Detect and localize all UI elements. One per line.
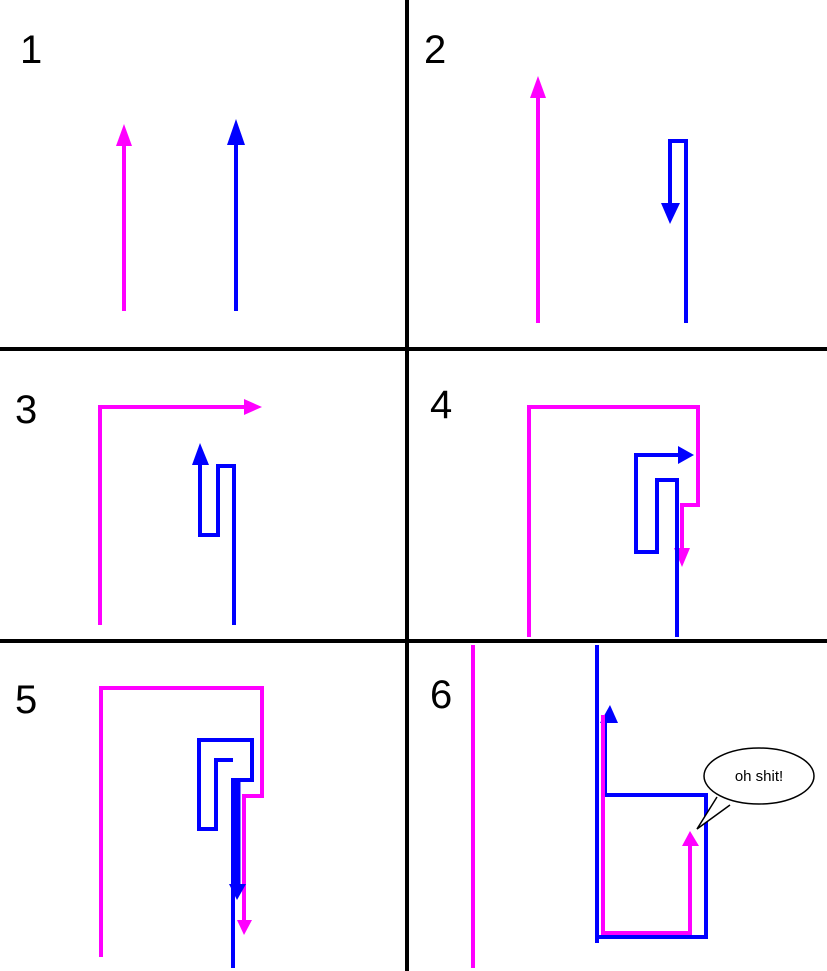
panel-1-label: 1 xyxy=(20,28,42,72)
blue-arrowhead-down-icon xyxy=(229,884,246,900)
pink-arrowhead-up-icon xyxy=(682,831,699,846)
speech-bubble: oh shit! xyxy=(696,747,815,830)
pink-path xyxy=(99,686,264,957)
panel-5-label: 5 xyxy=(15,678,37,722)
pink-path xyxy=(601,715,692,935)
panel-6: oh shit! xyxy=(471,645,815,968)
blue-arrowhead-down-icon xyxy=(661,203,680,224)
speech-bubble-text: oh shit! xyxy=(735,768,783,785)
pink-path xyxy=(527,405,700,637)
panel-2 xyxy=(530,76,688,323)
speech-bubble-outline xyxy=(703,747,815,805)
pink-arrowhead-right-icon xyxy=(244,399,262,415)
speech-bubble-tail xyxy=(696,796,731,830)
pink-path xyxy=(98,405,250,625)
panel-1 xyxy=(116,119,245,311)
panel-4-label: 4 xyxy=(430,383,452,427)
panel-3 xyxy=(98,399,262,625)
panel-5 xyxy=(99,686,264,968)
blue-arrowhead-up-icon xyxy=(227,119,245,145)
blue-path xyxy=(668,139,688,323)
panel-6-label: 6 xyxy=(430,673,452,717)
panel-2-label: 2 xyxy=(424,28,446,72)
blue-arrowhead-right-icon xyxy=(678,446,694,464)
pink-arrowhead-up-icon xyxy=(530,76,546,98)
blue-path xyxy=(198,455,236,625)
panel-3-label: 3 xyxy=(15,388,37,432)
pink-arrowhead-down-icon xyxy=(237,920,252,935)
blue-arrowhead-up-icon xyxy=(192,443,209,465)
panel-4 xyxy=(527,405,700,637)
pink-arrowhead-up-icon xyxy=(116,124,132,146)
blue-path xyxy=(634,453,682,637)
